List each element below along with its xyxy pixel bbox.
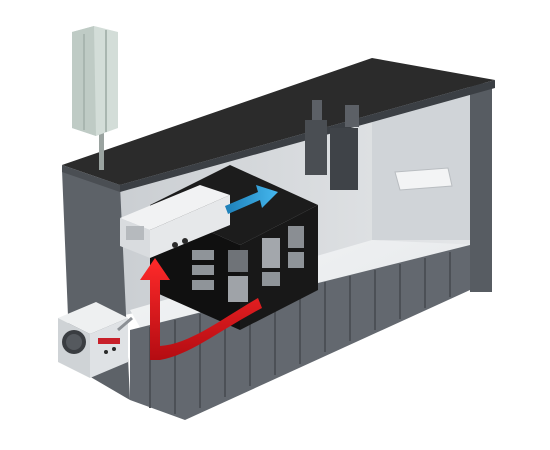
container-right-end-frame bbox=[470, 82, 492, 292]
wall-shelf bbox=[394, 167, 453, 191]
container-end-wall bbox=[372, 84, 480, 240]
hot-airflow-arrow-icon bbox=[140, 258, 262, 360]
container-roof bbox=[62, 58, 495, 185]
cooling-unit-icon bbox=[120, 185, 230, 258]
roof-edge bbox=[62, 165, 120, 192]
rack-panels bbox=[192, 226, 304, 302]
wall-electrical-panels bbox=[305, 100, 359, 190]
condenser-unit-icon bbox=[58, 302, 133, 378]
cold-airflow-arrow-icon bbox=[225, 185, 278, 214]
antenna-icon bbox=[72, 26, 118, 170]
